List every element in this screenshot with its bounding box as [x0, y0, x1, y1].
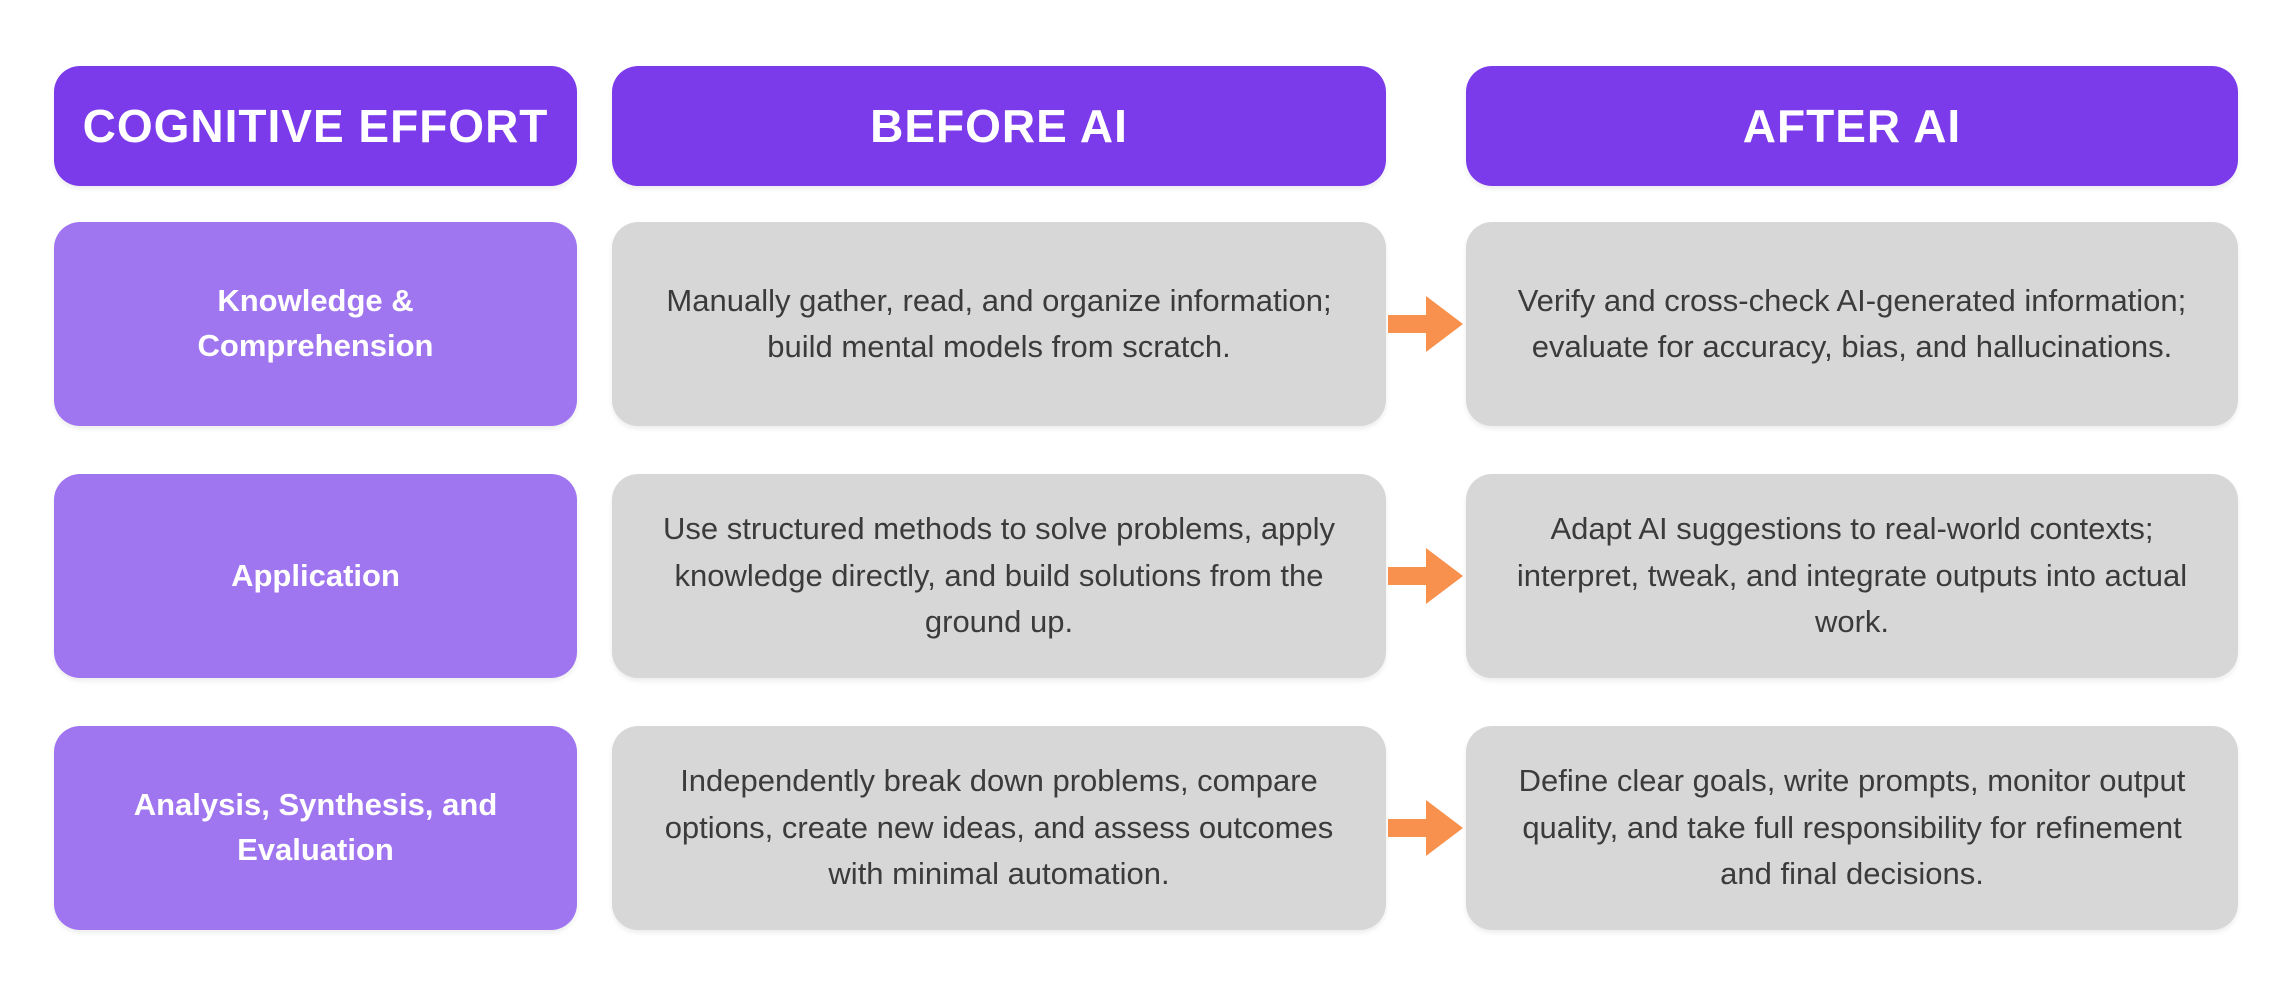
arrow-zone — [1386, 222, 1466, 426]
arrow-zone — [1386, 726, 1466, 930]
before-cell-text: Manually gather, read, and organize info… — [666, 282, 1332, 365]
column-gap — [577, 726, 612, 930]
right-arrow-icon — [1388, 548, 1463, 604]
before-cell-text: Independently break down problems, compa… — [664, 763, 1334, 892]
before-cell-application: Use structured methods to solve problems… — [612, 474, 1386, 678]
after-cell-knowledge-comprehension: Verify and cross-check AI-generated info… — [1466, 222, 2238, 426]
header-after-ai: AFTER AI — [1466, 66, 2238, 186]
header-before-ai-label: BEFORE AI — [870, 100, 1128, 152]
header-before-ai: BEFORE AI — [612, 66, 1386, 186]
header-after-ai-label: AFTER AI — [1742, 100, 1962, 152]
after-cell-text: Define clear goals, write prompts, monit… — [1518, 763, 2186, 892]
column-gap — [577, 66, 612, 186]
column-gap — [577, 474, 612, 678]
row-label-knowledge-comprehension: Knowledge & Comprehension — [54, 222, 577, 426]
column-gap — [577, 222, 612, 426]
after-cell-analysis-synthesis-evaluation: Define clear goals, write prompts, monit… — [1466, 726, 2238, 930]
table-row: Analysis, Synthesis, and Evaluation Inde… — [54, 726, 2238, 930]
before-cell-analysis-synthesis-evaluation: Independently break down problems, compa… — [612, 726, 1386, 930]
header-arrow-gap — [1386, 66, 1466, 186]
right-arrow-icon — [1388, 800, 1463, 856]
row-label-text: Analysis, Synthesis, and Evaluation — [133, 787, 498, 867]
after-cell-text: Adapt AI suggestions to real-world conte… — [1516, 511, 2188, 640]
before-cell-text: Use structured methods to solve problems… — [663, 511, 1335, 640]
row-label-text: Application — [231, 557, 400, 593]
table-row: Application Use structured methods to so… — [54, 474, 2238, 678]
table-row: Knowledge & Comprehension Manually gathe… — [54, 222, 2238, 426]
before-cell-knowledge-comprehension: Manually gather, read, and organize info… — [612, 222, 1386, 426]
after-cell-text: Verify and cross-check AI-generated info… — [1517, 282, 2187, 365]
header-cognitive-effort: COGNITIVE EFFORT — [54, 66, 577, 186]
row-label-application: Application — [54, 474, 577, 678]
header-row: COGNITIVE EFFORT BEFORE AI AFTER AI — [54, 66, 2238, 186]
after-cell-application: Adapt AI suggestions to real-world conte… — [1466, 474, 2238, 678]
right-arrow-icon — [1388, 296, 1463, 352]
header-cognitive-effort-label: COGNITIVE EFFORT — [82, 100, 549, 152]
row-label-analysis-synthesis-evaluation: Analysis, Synthesis, and Evaluation — [54, 726, 577, 930]
arrow-zone — [1386, 474, 1466, 678]
row-label-text: Knowledge & Comprehension — [197, 283, 434, 363]
